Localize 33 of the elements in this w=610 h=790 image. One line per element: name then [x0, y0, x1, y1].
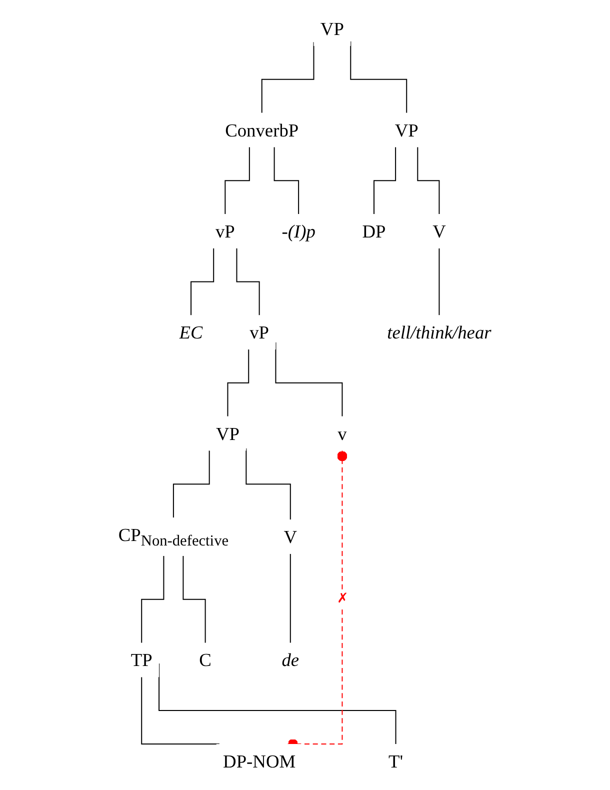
node-text: VP — [216, 423, 240, 444]
connector — [227, 349, 250, 417]
node-text: de — [282, 650, 300, 670]
connector — [173, 450, 210, 518]
connector — [274, 147, 300, 215]
connector — [438, 248, 440, 316]
node-text: EC — [179, 322, 203, 343]
connector — [262, 42, 314, 114]
node-text: C — [199, 650, 212, 670]
connector — [190, 248, 214, 316]
connector — [246, 448, 292, 520]
node-text: T' — [388, 750, 404, 772]
connector — [417, 147, 440, 215]
node-text: V — [432, 220, 446, 242]
connector — [141, 556, 164, 644]
connector — [182, 556, 206, 644]
node-text: ConverbP — [225, 120, 299, 140]
node-text: vP — [216, 220, 236, 242]
node-text: v — [338, 423, 347, 444]
syntax-tree: ✗ VP ConverbP VP vP -(I)p DP V EC vP tell/think/hear VP v CP$_{Non-defective}$ V TP C de DP-NOM T' — [105, 5, 505, 785]
node-text: VP — [394, 120, 418, 140]
node-text: DP — [362, 220, 386, 242]
node-text: V — [284, 526, 298, 548]
node-text: -(I)p — [282, 220, 316, 242]
connector — [236, 248, 260, 316]
connector — [290, 554, 292, 644]
connector — [141, 677, 220, 745]
node-text: tell/think/hear — [387, 322, 492, 343]
node-text: vP — [250, 322, 270, 343]
connector — [374, 147, 396, 215]
node-text: VP — [320, 18, 344, 40]
node-text: CP$_{Non-defective}$ — [118, 524, 229, 549]
connector — [224, 147, 250, 215]
